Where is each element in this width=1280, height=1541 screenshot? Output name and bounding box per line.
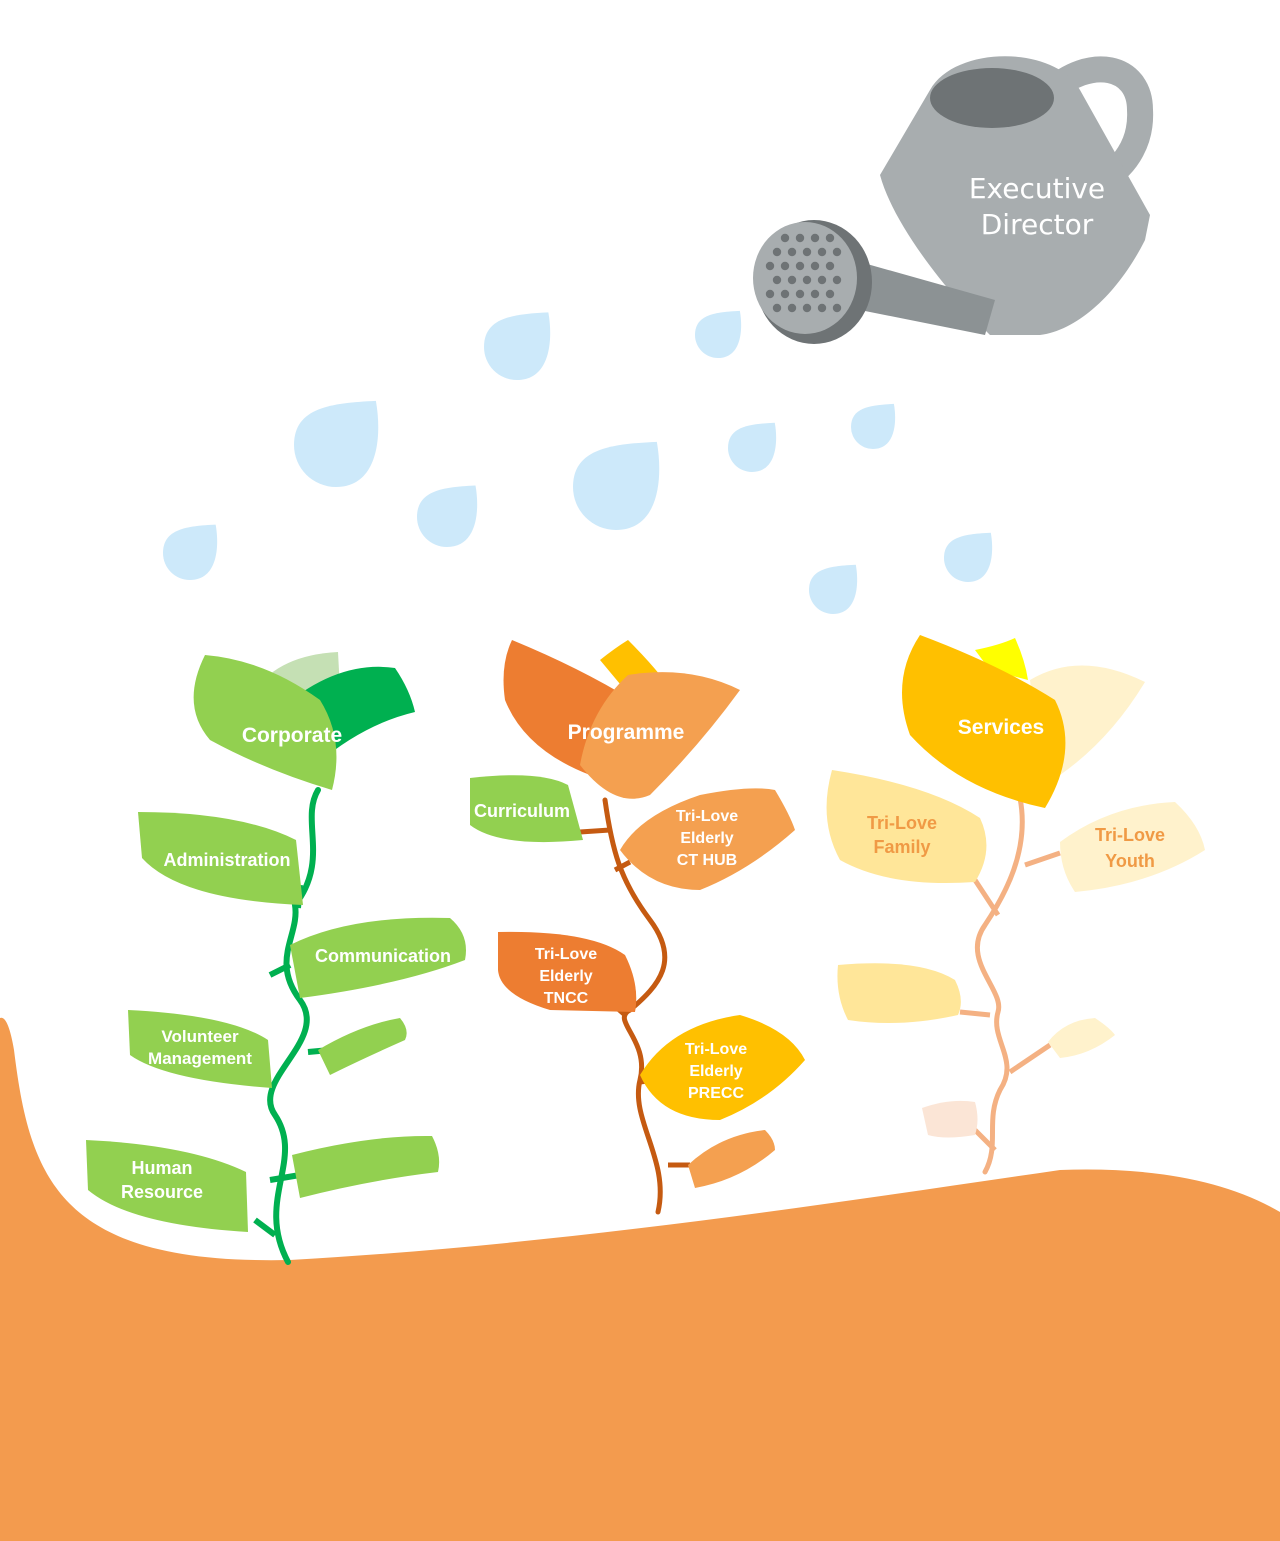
rose-hole <box>772 303 782 313</box>
leaf-communication <box>290 917 466 998</box>
water-drop <box>728 422 777 472</box>
label-precc-line2: Elderly <box>689 1063 742 1080</box>
label-family-line2: Family <box>873 837 930 857</box>
label-cthub-line3: CT HUB <box>677 852 737 869</box>
water-drop <box>163 524 218 580</box>
plant-corporate: Corporate Administration Communication V… <box>86 652 466 1265</box>
rose-hole <box>817 303 827 313</box>
label-tncc-line1: Tri-Love <box>535 946 597 963</box>
services-stem <box>975 795 1025 1175</box>
label-family-line1: Tri-Love <box>867 813 937 833</box>
rose-hole <box>802 303 812 313</box>
water-drop <box>695 310 742 358</box>
water-drop <box>294 400 379 487</box>
label-volunteer-line1: Volunteer <box>161 1027 239 1046</box>
rose-hole <box>795 261 805 271</box>
can-label-line2: Director <box>981 208 1094 241</box>
can-body <box>880 56 1150 335</box>
services-head-leaf-bright <box>975 638 1028 680</box>
rose-hole <box>780 233 790 243</box>
label-volunteer-line2: Management <box>148 1049 252 1068</box>
leaf-volunteer-management <box>128 1010 272 1088</box>
label-youth-line1: Tri-Love <box>1095 825 1165 845</box>
rose-hole <box>832 247 842 257</box>
rose-hole <box>772 275 782 285</box>
leaf-precc <box>640 1015 805 1120</box>
corporate-title: Corporate <box>242 724 342 747</box>
water-drop <box>944 532 993 582</box>
water-drop <box>484 312 551 380</box>
leaf-tncc <box>498 931 637 1012</box>
rose-hole <box>817 275 827 285</box>
rose-hole <box>825 289 835 299</box>
services-branches <box>959 850 1061 1152</box>
label-communication: Communication <box>315 946 451 966</box>
leaf-services-mid <box>837 963 961 1024</box>
rose-hole <box>787 303 797 313</box>
can-rose-holes <box>765 233 842 313</box>
label-tncc-line3: TNCC <box>544 990 589 1007</box>
leaf-family <box>826 770 987 884</box>
soil-ground <box>0 1017 1280 1541</box>
label-curriculum: Curriculum <box>474 801 570 821</box>
corporate-stem <box>267 787 321 1265</box>
label-cthub-line2: Elderly <box>680 830 733 847</box>
label-hr-line2: Resource <box>121 1182 203 1202</box>
leaf-cthub <box>620 788 795 890</box>
label-precc-line3: PRECC <box>688 1085 744 1102</box>
can-label-line1: Executive <box>969 172 1105 205</box>
rose-hole <box>825 233 835 243</box>
leaf-programme-small <box>688 1130 775 1188</box>
water-drop <box>417 485 478 547</box>
water-drop <box>851 403 896 449</box>
programme-title: Programme <box>568 721 685 744</box>
programme-head-leaf <box>580 672 740 799</box>
rose-hole <box>825 261 835 271</box>
services-head-leaf <box>902 635 1066 808</box>
rose-hole <box>802 247 812 257</box>
label-youth-line2: Youth <box>1105 851 1155 871</box>
can-spout <box>850 262 995 335</box>
rose-hole <box>787 275 797 285</box>
can-opening <box>930 68 1054 128</box>
rose-hole <box>772 247 782 257</box>
leaf-small-1 <box>318 1018 407 1075</box>
leaf-curriculum <box>470 775 583 843</box>
water-drop <box>573 441 660 530</box>
water-drops <box>163 310 993 614</box>
rose-hole <box>832 303 842 313</box>
rose-hole <box>795 233 805 243</box>
rose-hole <box>810 233 820 243</box>
leaf-human-resource <box>86 1140 248 1232</box>
rose-hole <box>810 261 820 271</box>
label-cthub-line1: Tri-Love <box>676 808 738 825</box>
rose-hole <box>795 289 805 299</box>
plant-services: Services Tri-Love Family Tri-Love Youth <box>826 635 1205 1175</box>
watering-can: Executive Director <box>753 56 1154 344</box>
rose-hole <box>817 247 827 257</box>
rose-hole <box>765 289 775 299</box>
rose-hole <box>832 275 842 285</box>
plant-programme: Programme Curriculum Tri-Love Elderly CT… <box>470 640 805 1215</box>
label-tncc-line2: Elderly <box>539 968 592 985</box>
label-precc-line1: Tri-Love <box>685 1041 747 1058</box>
leaf-small-2 <box>292 1135 440 1198</box>
label-hr-line1: Human <box>131 1158 192 1178</box>
rose-hole <box>780 261 790 271</box>
rose-hole <box>802 275 812 285</box>
label-administration: Administration <box>163 850 290 870</box>
rose-hole <box>810 289 820 299</box>
corporate-head-leaf <box>193 655 337 790</box>
water-drop <box>809 564 858 614</box>
leaf-services-small-1 <box>1048 1018 1115 1058</box>
rose-hole <box>765 261 775 271</box>
rose-hole <box>780 289 790 299</box>
rose-hole <box>787 247 797 257</box>
leaf-youth <box>1060 802 1205 892</box>
leaf-administration <box>138 812 303 905</box>
services-title: Services <box>958 716 1044 739</box>
leaf-services-small-2 <box>922 1100 978 1138</box>
